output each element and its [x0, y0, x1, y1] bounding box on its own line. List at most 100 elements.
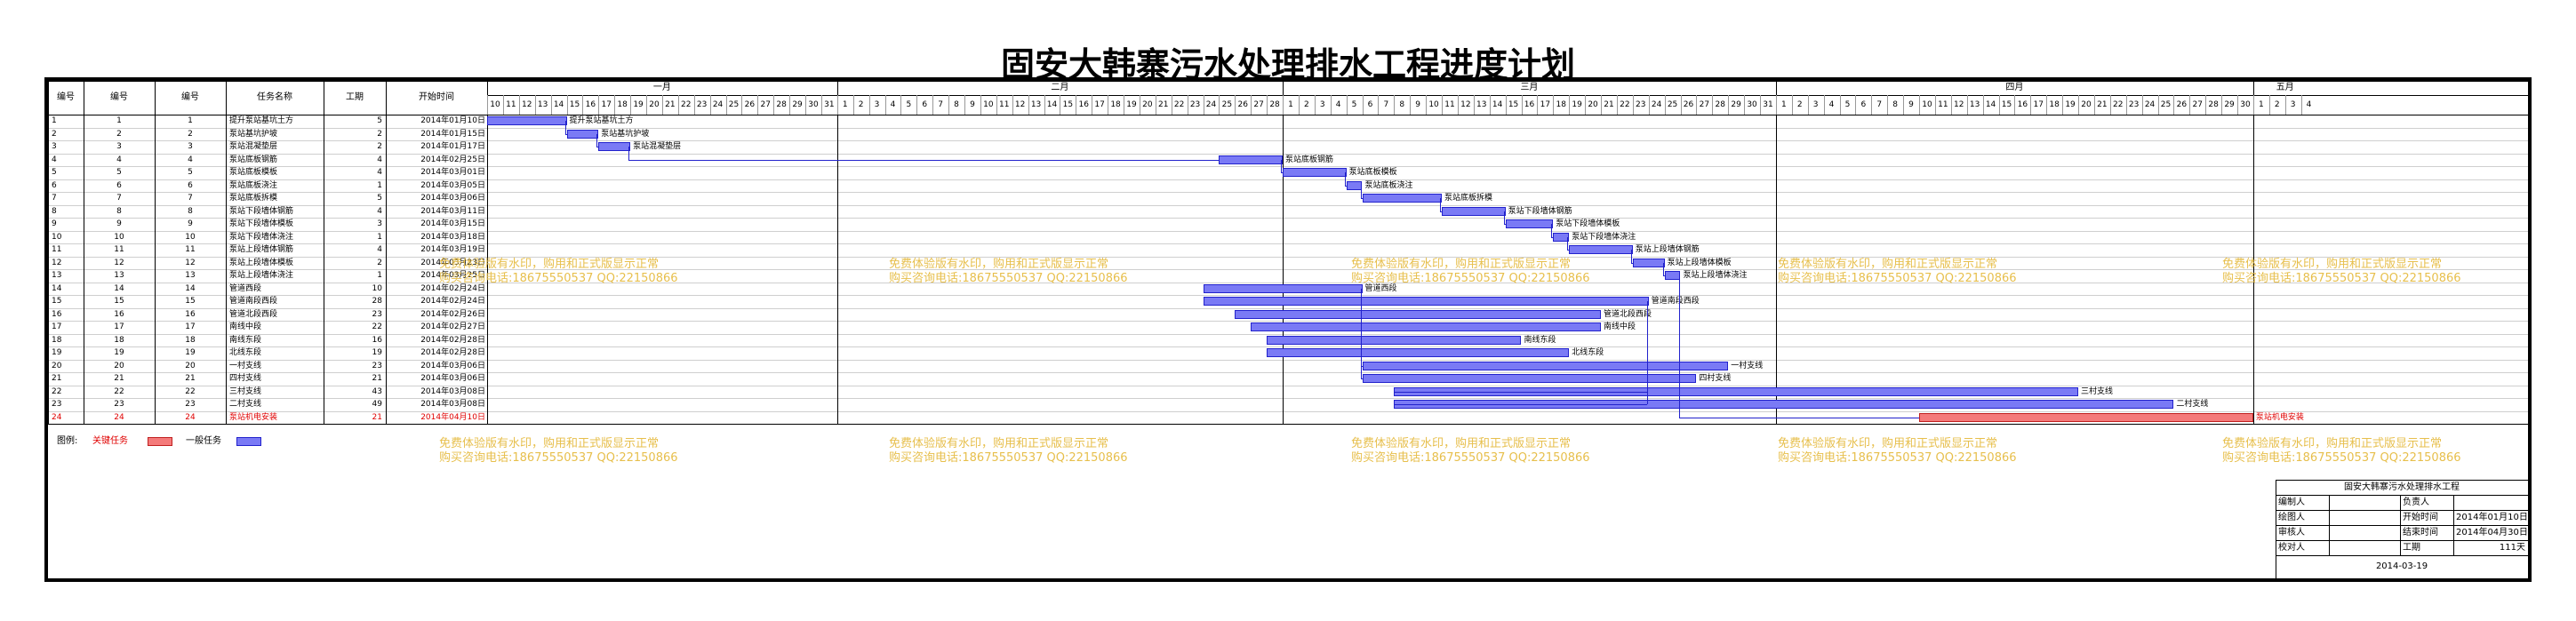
column-header: 工期	[346, 92, 364, 102]
tb-cell: 负责人	[2403, 498, 2429, 507]
day-separator	[2109, 95, 2111, 115]
gantt-bar	[1442, 206, 1506, 216]
task-cell-start: 2014年02月24日	[420, 283, 485, 293]
day-separator	[709, 95, 711, 115]
day-number: 26	[744, 100, 756, 109]
task-cell-start: 2014年03月01日	[420, 168, 485, 177]
task-cell-n: 4	[52, 155, 57, 164]
day-number: 12	[1460, 100, 1471, 109]
task-cell-dur: 4	[377, 206, 382, 216]
day-number: 1	[842, 100, 848, 109]
day-number: 25	[728, 100, 740, 109]
day-number: 9	[1908, 100, 1914, 109]
task-cell-n: 23	[52, 400, 62, 409]
day-separator	[932, 95, 934, 115]
task-cell-n: 21	[185, 374, 196, 383]
day-separator	[1982, 95, 1984, 115]
day-number: 26	[1683, 100, 1694, 109]
day-number: 1	[1288, 100, 1293, 109]
dependency-link	[1551, 224, 1553, 237]
row-line	[48, 192, 2528, 193]
dependency-link	[1440, 211, 1442, 212]
task-cell-dur: 2	[377, 258, 382, 267]
gantt-bar-label: 南线东段	[1524, 335, 1556, 345]
day-number: 25	[1667, 100, 1678, 109]
task-cell-n: 3	[116, 142, 122, 151]
dependency-link	[1281, 159, 1282, 172]
day-separator	[1664, 95, 1666, 115]
task-cell-n: 7	[188, 194, 193, 203]
day-number: 13	[1476, 100, 1487, 109]
day-separator	[1044, 95, 1045, 115]
day-number: 7	[1876, 100, 1883, 109]
day-number: 4	[1335, 100, 1341, 109]
day-number: 28	[1715, 100, 1725, 109]
task-cell-n: 17	[114, 322, 124, 331]
day-number: 19	[1572, 100, 1582, 109]
day-separator	[1489, 95, 1491, 115]
day-number: 22	[2113, 100, 2124, 109]
task-cell-n: 22	[185, 386, 196, 396]
column-header: 编号	[57, 92, 75, 102]
task-cell-n: 10	[52, 232, 62, 242]
gantt-bar	[1505, 219, 1554, 228]
day-separator	[2030, 95, 2032, 115]
day-separator	[1410, 95, 1412, 115]
day-separator	[1616, 95, 1618, 115]
month-separator	[836, 81, 838, 424]
column-header: 编号	[110, 92, 128, 102]
day-separator	[741, 95, 743, 115]
task-cell-start: 2014年01月15日	[420, 129, 485, 139]
task-cell-dur: 16	[372, 335, 382, 345]
task-cell-n: 7	[52, 194, 57, 203]
day-separator	[1426, 95, 1428, 115]
day-separator	[550, 95, 552, 115]
day-number: 20	[2081, 100, 2092, 109]
task-cell-n: 21	[52, 374, 62, 383]
day-number: 19	[1126, 100, 1137, 109]
task-cell-name: 管道南段西段	[229, 297, 278, 306]
task-cell-n: 19	[52, 348, 62, 357]
gantt-bar	[1267, 348, 1570, 357]
day-number: 24	[2144, 100, 2156, 109]
task-cell-n: 18	[114, 335, 124, 345]
task-cell-name: 南线东段	[229, 335, 262, 345]
task-cell-n: 16	[185, 309, 196, 319]
day-number: 22	[1173, 100, 1185, 109]
day-number: 31	[824, 100, 835, 109]
gantt-bar	[566, 129, 599, 139]
task-cell-n: 22	[52, 386, 62, 396]
task-cell-start: 2014年02月28日	[420, 335, 485, 345]
task-cell-dur: 49	[372, 400, 382, 409]
gantt-bar	[1569, 245, 1633, 254]
task-cell-name: 泵站混凝垫层	[229, 142, 278, 151]
task-cell-n: 24	[114, 412, 124, 422]
day-separator	[805, 95, 806, 115]
day-separator	[518, 95, 520, 115]
day-number: 24	[712, 100, 724, 109]
row-line	[48, 295, 2528, 296]
gantt-bar-label: 北线东段	[1572, 348, 1604, 357]
row-line	[48, 307, 2528, 309]
row-line	[48, 398, 2528, 399]
day-number: 16	[2017, 100, 2028, 109]
day-number: 16	[585, 100, 596, 109]
task-cell-n: 13	[114, 271, 124, 280]
gantt-bar-label: 泵站机电安装	[2255, 412, 2304, 422]
dependency-link	[628, 147, 630, 160]
month-separator	[2252, 81, 2254, 424]
column-header: 开始时间	[419, 92, 454, 102]
day-number: 27	[1253, 100, 1264, 109]
task-cell-start: 2014年03月18日	[420, 232, 485, 242]
day-number: 29	[1731, 100, 1741, 109]
day-number: 31	[1763, 100, 1773, 109]
task-cell-dur: 19	[372, 348, 382, 357]
day-number: 20	[1142, 100, 1153, 109]
task-cell-n: 4	[188, 155, 193, 164]
month-header: 五月	[2276, 83, 2294, 92]
day-separator	[1028, 95, 1029, 115]
task-cell-name: 泵站下段墙体模板	[229, 219, 294, 228]
gantt-bar-label: 三村支线	[2081, 386, 2114, 396]
day-separator	[1267, 95, 1268, 115]
day-separator	[1457, 95, 1459, 115]
